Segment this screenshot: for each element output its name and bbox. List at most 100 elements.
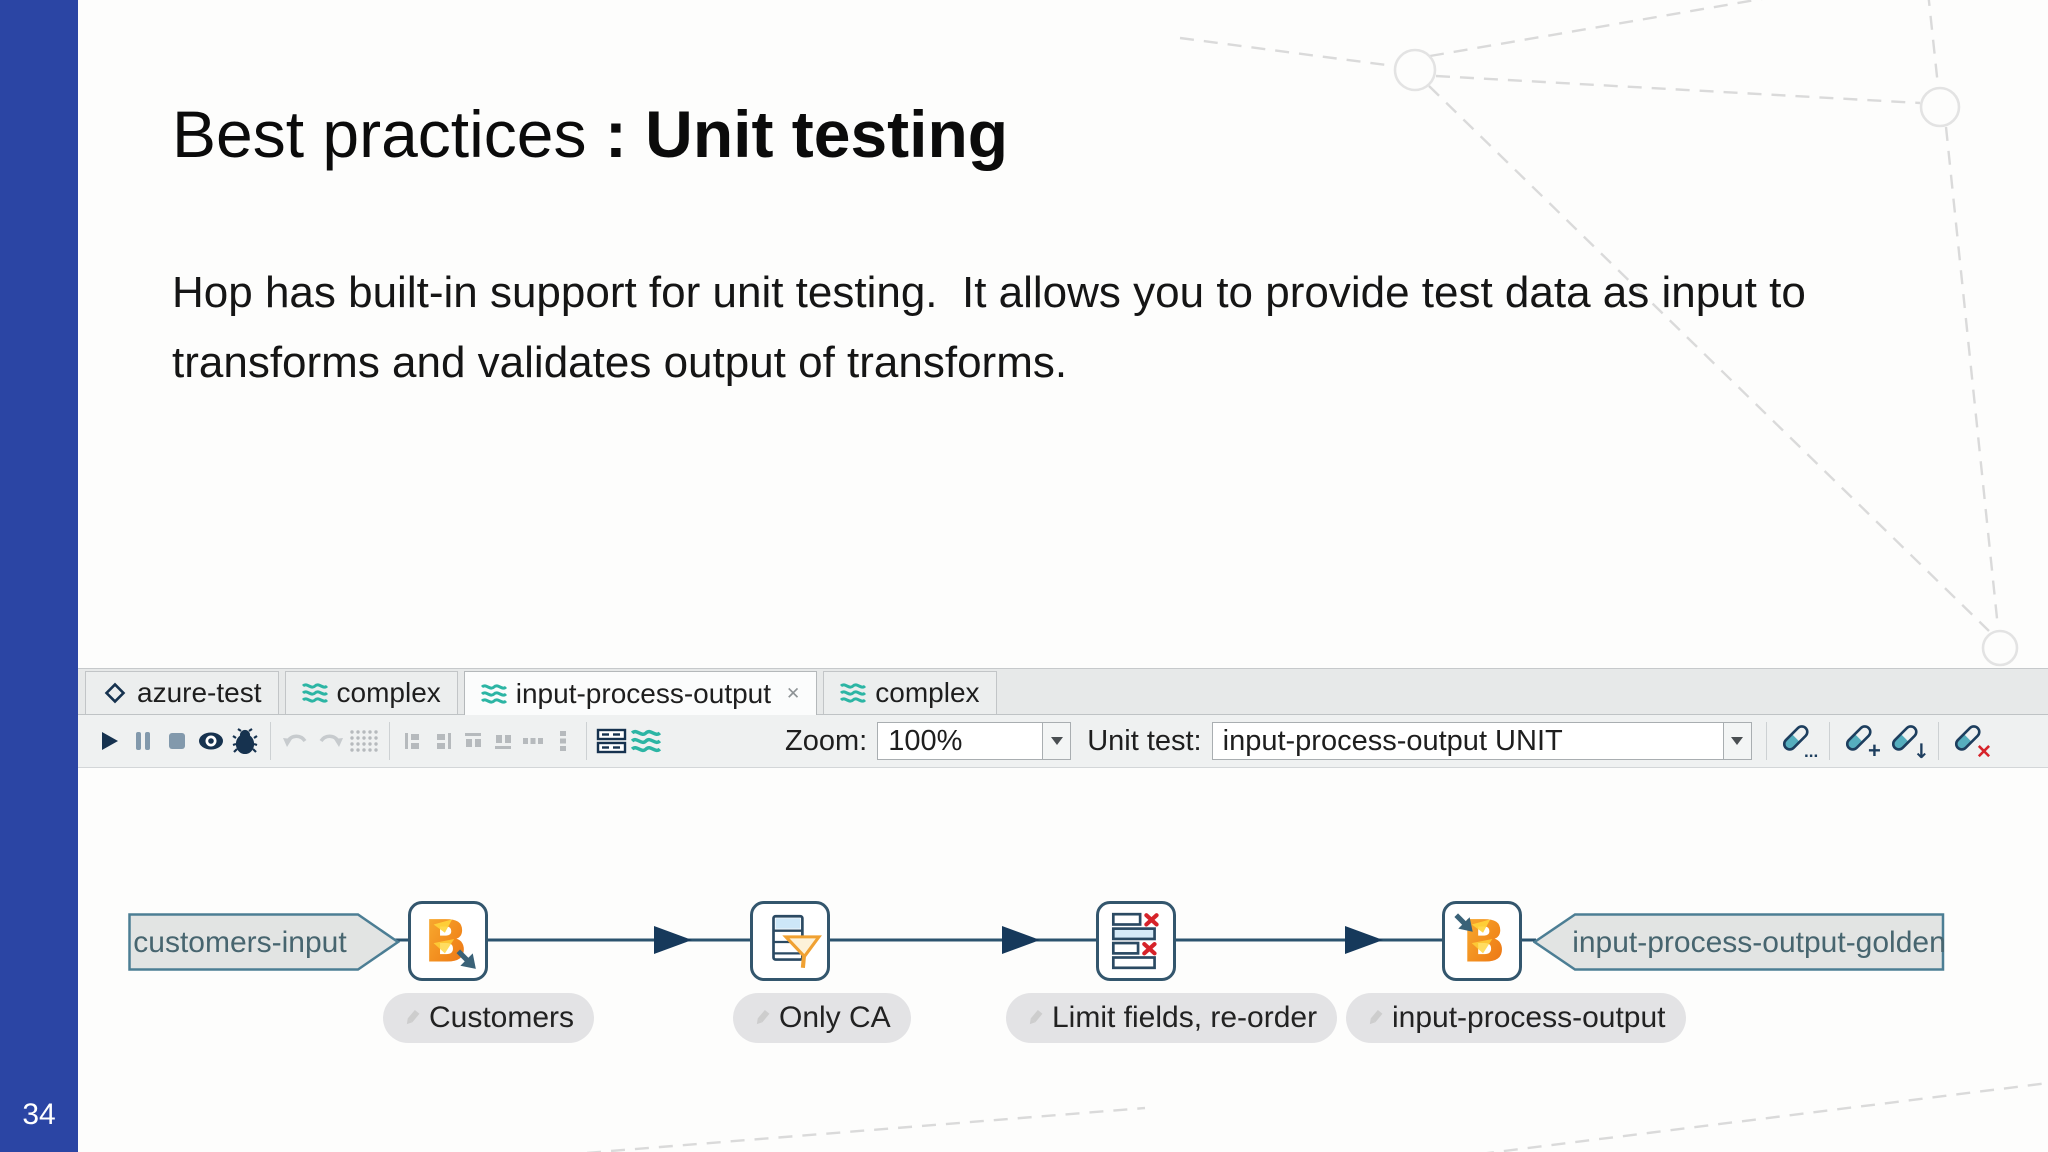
distribute-vertical-icon: [560, 731, 566, 751]
eye-icon: [199, 732, 223, 750]
pipeline-waves-icon: [301, 683, 328, 703]
workflow-diamond-icon: [104, 682, 126, 704]
align-right-button[interactable]: [428, 720, 458, 762]
pipeline-toolbar: Zoom: 100% Unit test: input-process-outp…: [78, 715, 2048, 768]
transform-only-ca[interactable]: [750, 901, 830, 981]
align-top-icon: [465, 733, 481, 747]
tab-complex-2[interactable]: complex: [823, 671, 997, 714]
redo-icon: [319, 734, 343, 747]
tab-complex-1[interactable]: complex: [284, 671, 458, 714]
distribute-horizontal-button[interactable]: [518, 720, 548, 762]
stop-icon: [169, 733, 185, 749]
edit-pencil-icon: [403, 1009, 421, 1027]
hop-gui-screenshot: azure-test complex input-process-output …: [78, 668, 2048, 1152]
debug-button[interactable]: [228, 720, 262, 762]
toolbar-separator: [1937, 722, 1939, 760]
delete-unit-test-button[interactable]: ✕: [1947, 720, 1993, 762]
pipeline-waves-icon: [840, 683, 867, 703]
zoom-value-field[interactable]: 100%: [877, 722, 1044, 760]
redo-button[interactable]: [313, 720, 347, 762]
bug-icon: [232, 728, 258, 754]
panels-icon: [596, 728, 627, 754]
show-execution-results-button[interactable]: [595, 720, 629, 762]
transform-name-text: Limit fields, re-order: [1052, 1001, 1318, 1034]
align-bottom-button[interactable]: [488, 720, 518, 762]
pause-button[interactable]: [126, 720, 160, 762]
tab-input-process-output[interactable]: input-process-output ✕: [463, 671, 818, 715]
transform-name-limit-fields[interactable]: Limit fields, re-order: [1006, 993, 1338, 1043]
distribute-horizontal-icon: [523, 738, 543, 744]
svg-text:+: +: [1868, 738, 1881, 761]
unit-test-label: Unit test:: [1087, 724, 1202, 757]
pipeline-waves-icon: [480, 683, 507, 704]
align-left-button[interactable]: [398, 720, 428, 762]
transform-name-text: Only CA: [779, 1001, 891, 1034]
grid-dots-icon: [350, 730, 378, 752]
slide-title: Best practices : Unit testing: [172, 96, 1008, 172]
transform-limit-fields[interactable]: [1096, 901, 1176, 981]
test-tube-edit-icon: ...: [1782, 725, 1818, 761]
slide-title-regular: Best practices: [172, 97, 605, 171]
transform-customers[interactable]: B: [408, 901, 488, 981]
align-bottom-icon: [495, 735, 511, 749]
pipeline-canvas[interactable]: customers-input B: [78, 768, 2048, 1151]
edit-pencil-icon: [1366, 1009, 1384, 1027]
tab-label: complex: [875, 677, 980, 708]
tab-azure-test[interactable]: azure-test: [85, 671, 279, 714]
pipeline-actions-button[interactable]: [629, 720, 663, 762]
test-tube-add-icon: +: [1845, 725, 1881, 761]
transform-name-input-process-output[interactable]: input-process-output: [1346, 993, 1686, 1043]
tab-strip: azure-test complex input-process-output …: [78, 668, 2048, 715]
stop-button[interactable]: [160, 720, 194, 762]
zoom-value: 100%: [888, 724, 963, 757]
tab-label: azure-test: [137, 677, 262, 708]
distribute-vertical-button[interactable]: [548, 720, 578, 762]
transform-name-text: input-process-output: [1392, 1001, 1666, 1034]
golden-data-set-label[interactable]: input-process-output-golden: [1533, 913, 1945, 971]
edit-pencil-icon: [1026, 1009, 1044, 1027]
run-button[interactable]: [92, 720, 126, 762]
svg-text:↓: ↓: [1913, 739, 1929, 761]
golden-data-set-text: input-process-output-golden: [1572, 926, 1945, 959]
beam-output-icon: B: [1454, 908, 1506, 974]
zoom-dropdown-button[interactable]: [1043, 722, 1072, 760]
slide-title-bold: : Unit testing: [604, 97, 1009, 171]
play-icon: [102, 732, 118, 750]
detach-unit-test-button[interactable]: ↓: [1884, 720, 1930, 762]
align-left-icon: [405, 733, 419, 749]
tab-label: input-process-output: [515, 677, 772, 709]
chevron-down-icon: [1731, 737, 1744, 745]
tab-label: complex: [336, 677, 441, 708]
undo-button[interactable]: [279, 720, 313, 762]
toolbar-separator: [1765, 722, 1767, 760]
page-number: 34: [22, 1098, 56, 1131]
pause-icon: [136, 732, 150, 750]
transform-input-process-output[interactable]: B: [1442, 901, 1522, 981]
transform-name-text: Customers: [429, 1001, 575, 1034]
transform-name-only-ca[interactable]: Only CA: [733, 993, 911, 1043]
pipeline-waves-icon: [631, 729, 661, 753]
input-data-set-label[interactable]: customers-input: [128, 913, 400, 971]
zoom-label: Zoom:: [785, 724, 868, 757]
snap-to-grid-button[interactable]: [347, 720, 381, 762]
select-values-icon: [1111, 912, 1159, 970]
preview-button[interactable]: [194, 720, 228, 762]
unit-test-input[interactable]: input-process-output UNIT: [1211, 722, 1724, 760]
hop-connections: [394, 926, 1536, 954]
unit-test-dropdown-button[interactable]: [1723, 722, 1752, 760]
left-accent-bar: 34: [0, 0, 78, 1152]
align-right-icon: [437, 733, 451, 749]
filter-rows-icon: [772, 914, 822, 968]
input-data-set-text: customers-input: [133, 926, 347, 959]
edit-unit-test-button[interactable]: ...: [1775, 720, 1821, 762]
create-unit-test-button[interactable]: +: [1838, 720, 1884, 762]
transform-name-customers[interactable]: Customers: [383, 993, 595, 1043]
tab-close-icon[interactable]: ✕: [786, 684, 801, 703]
toolbar-separator: [270, 722, 271, 760]
unit-test-value: input-process-output UNIT: [1222, 724, 1563, 757]
chevron-down-icon: [1050, 737, 1063, 745]
align-top-button[interactable]: [458, 720, 488, 762]
svg-text:✕: ✕: [1976, 742, 1992, 761]
